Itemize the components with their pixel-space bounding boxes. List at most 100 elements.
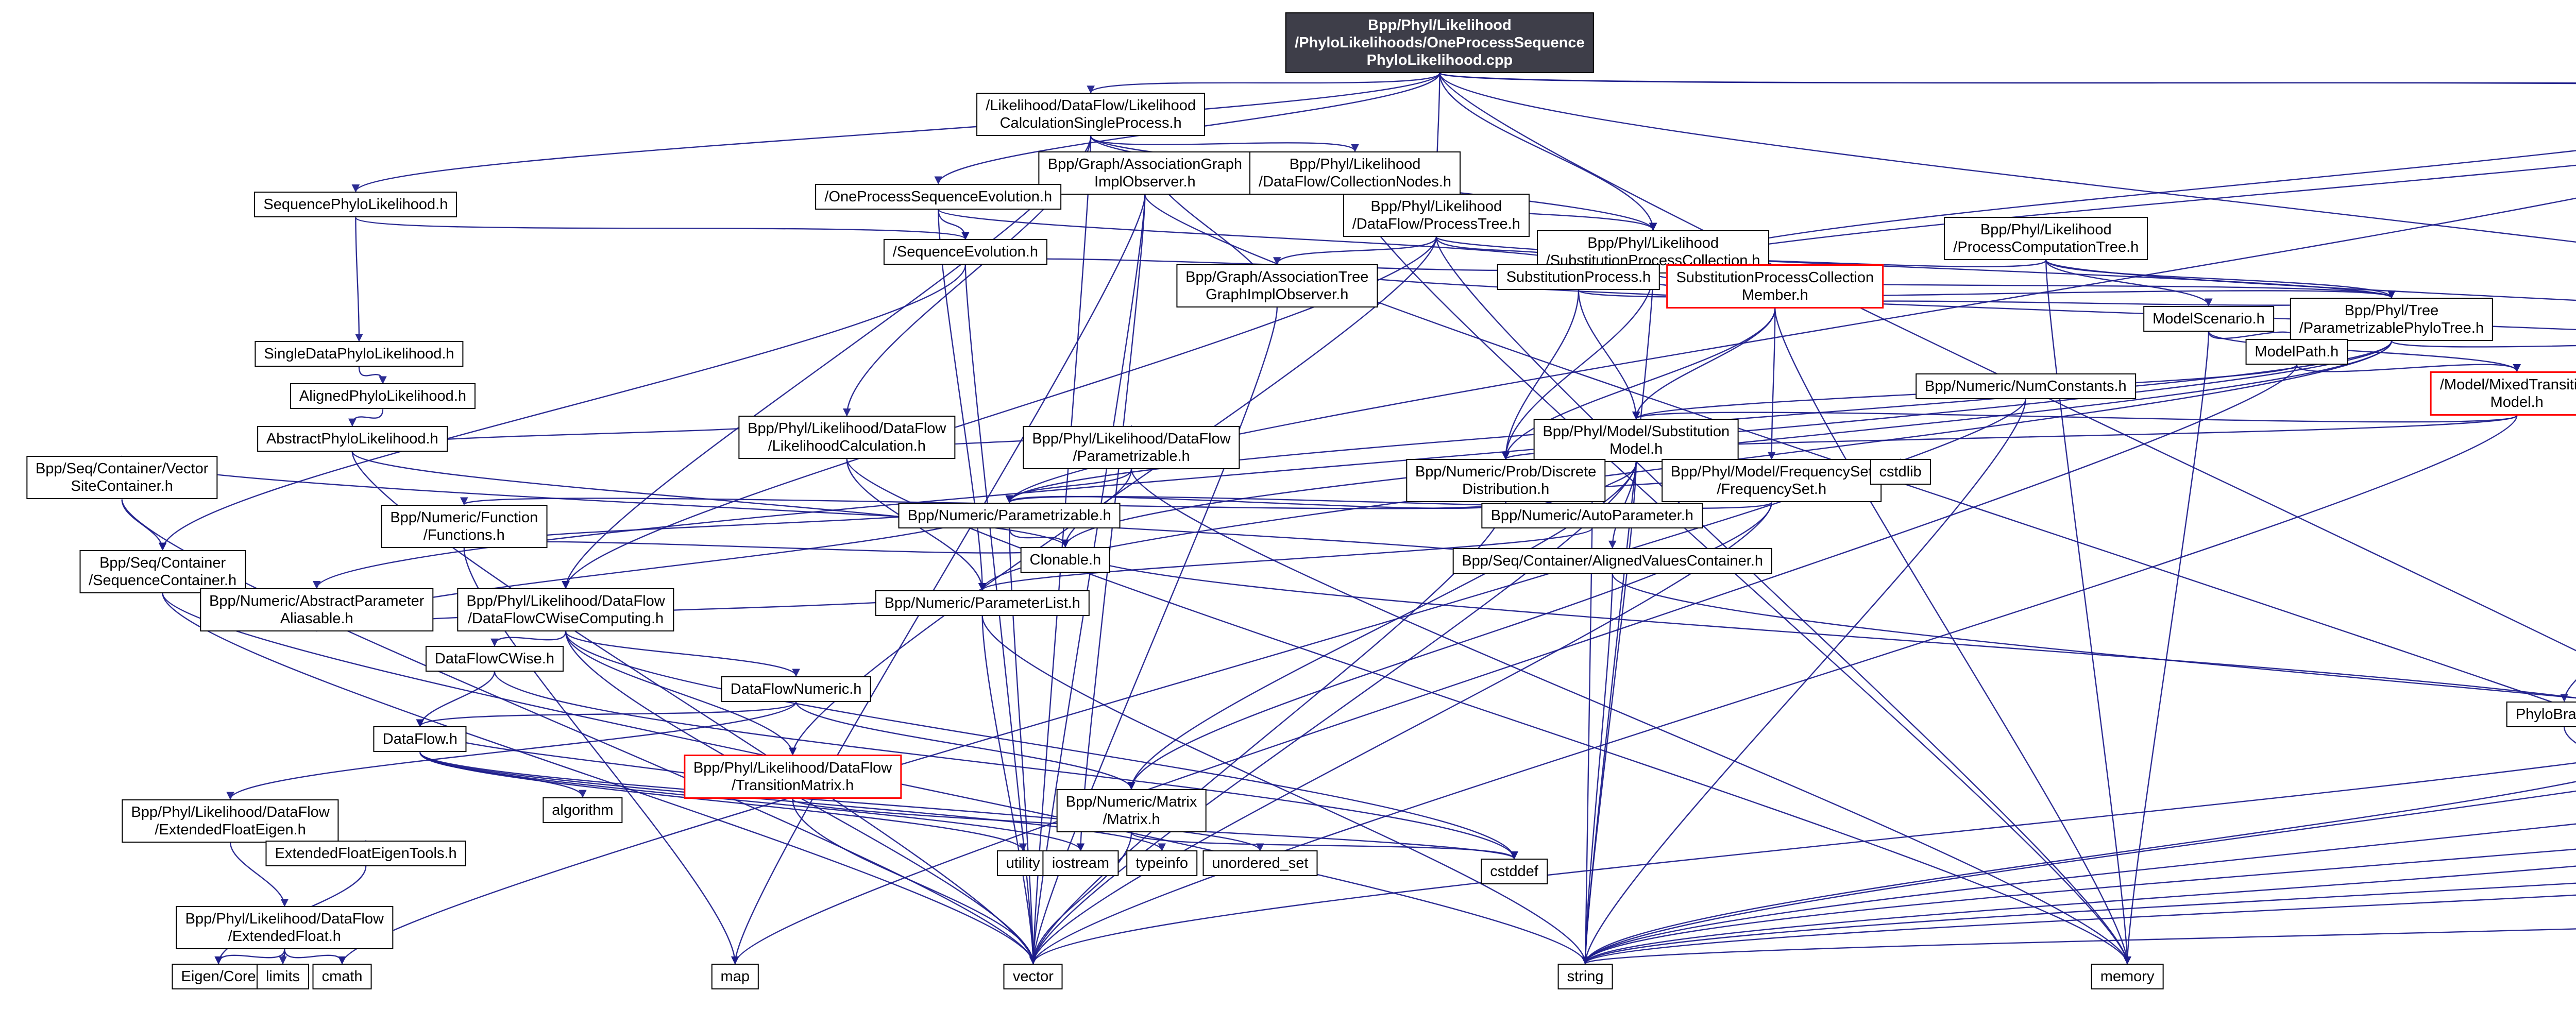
graph-file-node[interactable]: Bpp/Numeric/AutoParameter.h: [1481, 502, 1703, 528]
include-edge: [1144, 194, 2576, 711]
graph-node-label: Bpp/Seq/Container/Vector: [36, 460, 209, 477]
graph-file-node[interactable]: Bpp/Phyl/Likelihood/DataFlow/ProcessTree…: [1343, 194, 1530, 237]
graph-node-label: PhyloBranch.h: [2515, 706, 2576, 723]
include-edge: [355, 217, 363, 342]
graph-node-label: vector: [1012, 968, 1054, 985]
include-edge: [981, 616, 1038, 965]
graph-node-label: unordered_set: [1212, 855, 1309, 872]
include-edge: [490, 631, 567, 647]
graph-file-node[interactable]: SubstitutionProcess.h: [1497, 264, 1660, 290]
graph-node-label: Bpp/Phyl/Likelihood: [1368, 16, 1512, 33]
graph-node-label: cstddef: [1490, 863, 1538, 880]
graph-node-label: Bpp/Phyl/Likelihood/DataFlow: [131, 803, 330, 820]
graph-file-node[interactable]: Bpp/Numeric/Parametrizable.h: [898, 502, 1121, 528]
graph-node-label: Eigen/Core: [181, 968, 256, 985]
graph-node-label: /DataFlow/ProcessTree.h: [1352, 216, 1520, 233]
graph-file-node[interactable]: ModelPath.h: [2245, 339, 2348, 365]
graph-node-label: AlignedPhyloLikelihood.h: [299, 388, 467, 405]
graph-node-label: /DataFlow/CollectionNodes.h: [1259, 173, 1451, 190]
graph-truncated-node[interactable]: /Model/MixedTransitionModel.h: [2430, 371, 2576, 416]
graph-file-node[interactable]: Bpp/Numeric/ParameterList.h: [875, 590, 1090, 616]
graph-file-node[interactable]: Bpp/Numeric/Matrix/Matrix.h: [1056, 789, 1207, 832]
graph-file-node[interactable]: DataFlowCWise.h: [425, 645, 564, 672]
graph-file-node[interactable]: AlignedPhyloLikelihood.h: [290, 383, 476, 409]
include-edge: [313, 340, 2393, 589]
graph-file-node[interactable]: Bpp/Seq/Container/AlignedValuesContainer…: [1452, 548, 1773, 574]
include-edge: [338, 399, 2027, 965]
graph-file-node[interactable]: Bpp/Seq/Container/SequenceContainer.h: [79, 550, 246, 593]
graph-file-node[interactable]: Bpp/Phyl/Likelihood/DataFlow/CollectionN…: [1249, 151, 1461, 195]
graph-node-label: Bpp/Numeric/AutoParameter.h: [1490, 507, 1693, 524]
graph-node-label: /Functions.h: [423, 526, 505, 543]
include-edge: [1632, 411, 2518, 423]
include-edge: [1581, 882, 2576, 965]
include-edge: [2296, 364, 2521, 372]
graph-node-label: Bpp/Numeric/Function: [390, 509, 538, 526]
include-edge: [795, 702, 1136, 790]
graph-node-label: cstdlib: [1879, 464, 1922, 481]
graph-node-label: memory: [2100, 968, 2155, 985]
graph-file-node[interactable]: Bpp/Phyl/Likelihood/DataFlow/LikelihoodC…: [738, 416, 956, 459]
graph-node-label: SiteContainer.h: [71, 478, 173, 495]
graph-file-node[interactable]: Bpp/Phyl/Likelihood/DataFlow/ExtendedFlo…: [122, 799, 339, 843]
graph-file-node[interactable]: /SequenceEvolution.h: [883, 239, 1047, 265]
include-edge: [1501, 290, 1580, 460]
graph-node-label: /SequenceEvolution.h: [892, 244, 1038, 261]
graph-file-node[interactable]: DataFlow.h: [373, 726, 467, 753]
graph-node-label: DataFlowCWise.h: [434, 650, 554, 667]
graph-std-header-node: typeinfo: [1126, 850, 1198, 877]
graph-node-label: Member.h: [1741, 287, 1808, 304]
graph-file-node[interactable]: PhyloBranch.h: [2506, 701, 2576, 727]
include-edge: [1501, 273, 1654, 460]
graph-file-node[interactable]: Bpp/Phyl/Likelihood/DataFlow/DataFlowCWi…: [457, 588, 674, 632]
graph-node-label: iostream: [1052, 855, 1110, 872]
graph-file-node[interactable]: AbstractPhyloLikelihood.h: [257, 425, 448, 452]
graph-node-label: /FrequencySet.h: [1717, 481, 1827, 498]
graph-node-label: /Parametrizable.h: [1073, 448, 1190, 465]
graph-file-node[interactable]: Bpp/Phyl/Tree/ParametrizablePhyloTree.h: [2290, 297, 2494, 341]
graph-node-label: DataFlow.h: [382, 731, 457, 748]
graph-node-label: SingleDataPhyloLikelihood.h: [264, 346, 454, 363]
graph-node-label: Bpp/Phyl/Model/FrequencySet: [1670, 464, 1873, 481]
graph-file-node[interactable]: ModelScenario.h: [2143, 305, 2274, 332]
graph-std-header-node: iostream: [1042, 850, 1119, 877]
include-edge: [1354, 194, 2131, 965]
include-edge: [2391, 340, 2576, 348]
include-edge: [1439, 72, 2576, 84]
graph-node-label: Bpp/Numeric/Prob/Discrete: [1415, 464, 1597, 481]
graph-node-label: Bpp/Numeric/Matrix: [1065, 793, 1197, 810]
graph-file-node[interactable]: Bpp/Numeric/Function/Functions.h: [381, 504, 548, 548]
graph-file-node[interactable]: DataFlowNumeric.h: [721, 676, 871, 702]
include-edge: [1087, 72, 1440, 94]
graph-node-label: /Matrix.h: [1103, 811, 1160, 828]
graph-file-node[interactable]: Bpp/Phyl/Likelihood/DataFlow/ExtendedFlo…: [176, 906, 393, 950]
graph-file-node[interactable]: /OneProcessSequenceEvolution.h: [815, 183, 1062, 210]
graph-file-node[interactable]: Bpp/Phyl/Likelihood/ProcessComputationTr…: [1944, 217, 2148, 261]
graph-std-header-node: map: [711, 963, 759, 989]
graph-file-node[interactable]: SingleDataPhyloLikelihood.h: [255, 341, 464, 367]
graph-node-label: /ExtendedFloat.h: [228, 928, 341, 945]
graph-file-node[interactable]: SequencePhyloLikelihood.h: [254, 192, 457, 218]
graph-node-label: PhyloLikelihood.cpp: [1366, 52, 1513, 69]
graph-file-node[interactable]: ExtendedFloatEigenTools.h: [265, 840, 466, 866]
graph-truncated-node[interactable]: Bpp/Phyl/Likelihood/DataFlow/TransitionM…: [683, 755, 902, 799]
include-edge: [1130, 832, 1518, 860]
graph-std-header-node: cstddef: [1481, 859, 1548, 885]
graph-file-node[interactable]: Clonable.h: [1020, 546, 1111, 573]
include-edge: [981, 616, 1589, 965]
include-edge: [416, 671, 496, 728]
include-edge: [419, 752, 1027, 851]
graph-file-node[interactable]: Bpp/Phyl/Likelihood/DataFlow/Parametriza…: [1023, 425, 1240, 469]
graph-file-node[interactable]: Bpp/Phyl/Model/FrequencySet/FrequencySet…: [1661, 459, 1882, 503]
include-edge: [1581, 790, 2576, 965]
graph-file-node[interactable]: Bpp/Numeric/NumConstants.h: [1916, 373, 2136, 399]
